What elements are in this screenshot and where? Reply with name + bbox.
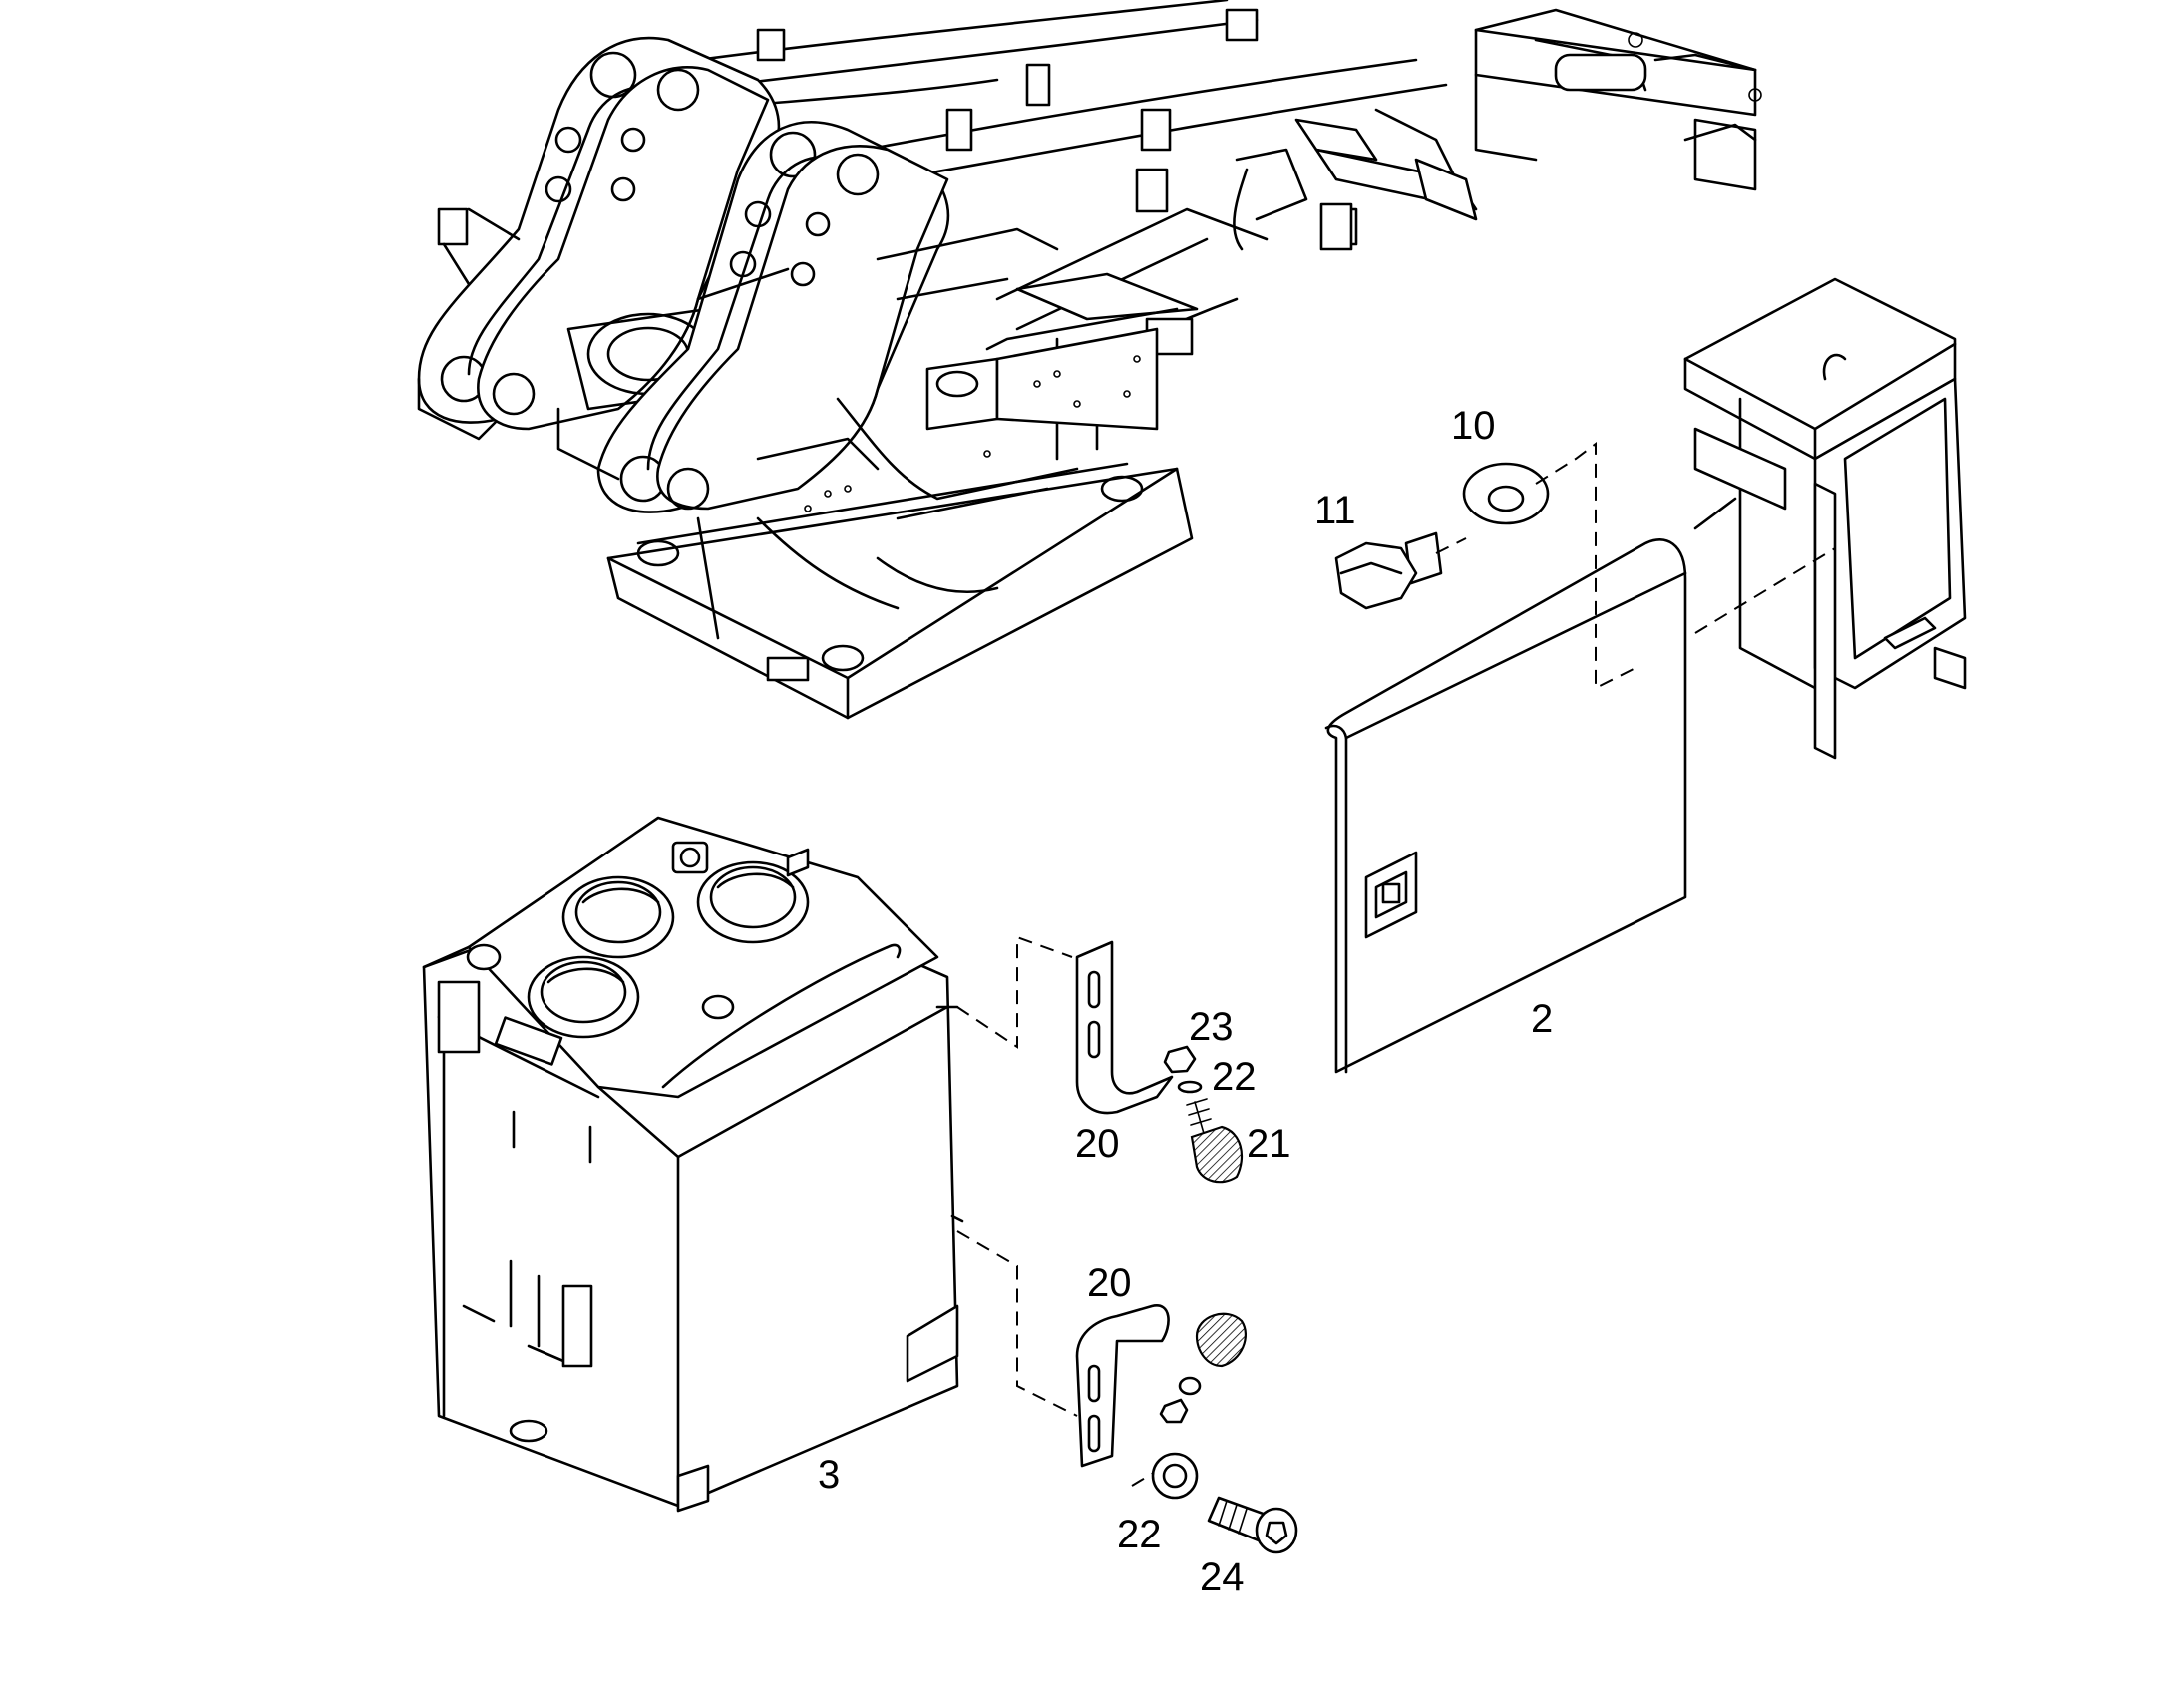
callout-20-upper: 20 [1075, 1122, 1120, 1166]
part-10-washer [1462, 462, 1550, 525]
callout-22-upper: 22 [1212, 1055, 1257, 1099]
part-23-nut [1163, 1045, 1197, 1074]
callout-24: 24 [1200, 1555, 1245, 1599]
part-24-cap-screw [1207, 1496, 1298, 1554]
part-2-cover-panel [1324, 538, 1687, 1074]
part-21-rubber-bumper-upper [1186, 1098, 1244, 1184]
part-22-lock-washer-lower [1159, 1376, 1202, 1424]
part-22-lock-washer-upper [1177, 1080, 1203, 1094]
callout-2: 2 [1531, 997, 1553, 1041]
part-22-flat-washer [1151, 1452, 1199, 1500]
battery-box-enclosure [1683, 277, 1967, 760]
part-21-rubber-bumper-lower [1195, 1312, 1247, 1368]
callout-10: 10 [1451, 404, 1496, 448]
part-11-hex-bolt [1334, 531, 1443, 610]
leader-lines-top [1435, 442, 1836, 690]
part-20-bracket-upper [1075, 940, 1174, 1115]
leader-lines-bottom [956, 935, 1158, 1487]
callout-23: 23 [1189, 1005, 1234, 1049]
part-20-bracket-lower [1075, 1304, 1170, 1468]
callout-21: 21 [1247, 1122, 1291, 1166]
callout-20-lower: 20 [1087, 1261, 1132, 1305]
part-3-tank [422, 816, 964, 1513]
callout-22-lower: 22 [1117, 1513, 1162, 1556]
chassis-frame [417, 0, 1762, 720]
callout-3: 3 [818, 1453, 840, 1497]
callout-11: 11 [1314, 489, 1356, 532]
